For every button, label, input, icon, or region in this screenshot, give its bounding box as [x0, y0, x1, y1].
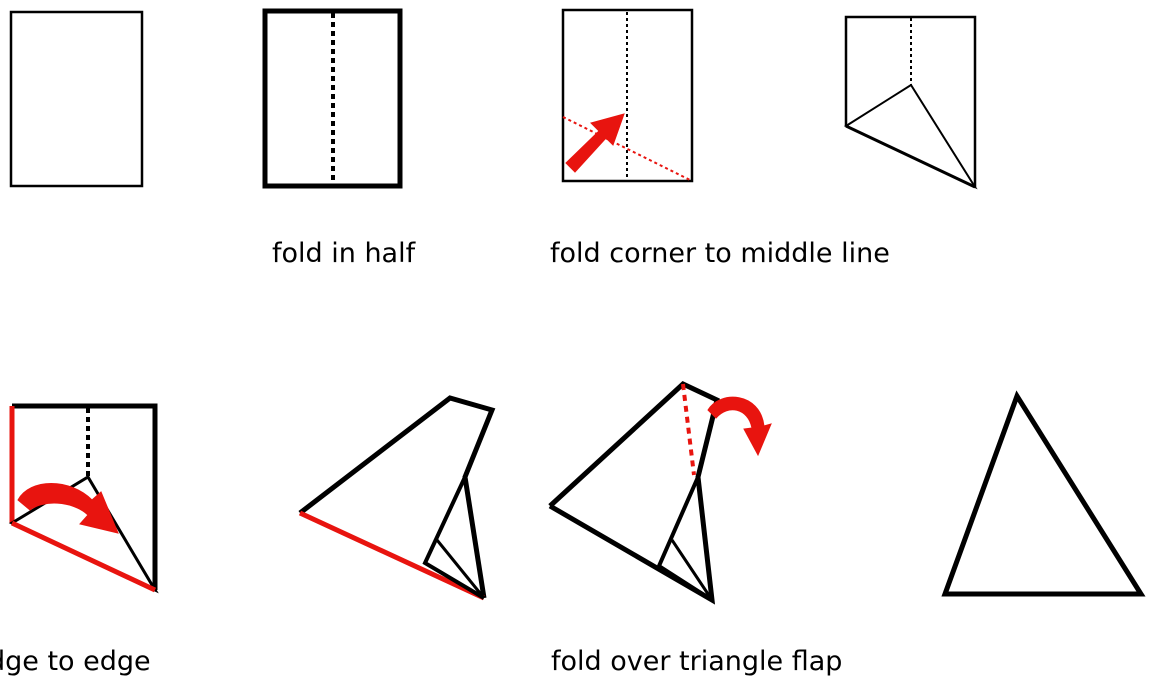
caption-fold-corner: fold corner to middle line	[550, 238, 890, 269]
fold-in-half-sheet	[262, 8, 403, 189]
caption-fold-flap: fold over triangle flap	[551, 646, 843, 677]
flip-arrow-icon	[707, 396, 772, 457]
finished-triangle	[941, 390, 1146, 597]
plain-sheet	[9, 10, 144, 188]
fold-edge-sheet	[8, 403, 159, 594]
caption-fold-edge: dge to edge	[0, 646, 151, 677]
fold-corner-sheet	[561, 8, 694, 183]
fold-flap-shape	[548, 381, 772, 605]
corner-folded-sheet	[843, 15, 978, 190]
arrow-up-right-icon	[565, 113, 625, 173]
caption-fold-in-half: fold in half	[272, 238, 416, 269]
corner-fold-line	[562, 116, 693, 182]
curved-arrow-icon	[17, 483, 119, 534]
edge-folded-shape	[298, 395, 496, 601]
